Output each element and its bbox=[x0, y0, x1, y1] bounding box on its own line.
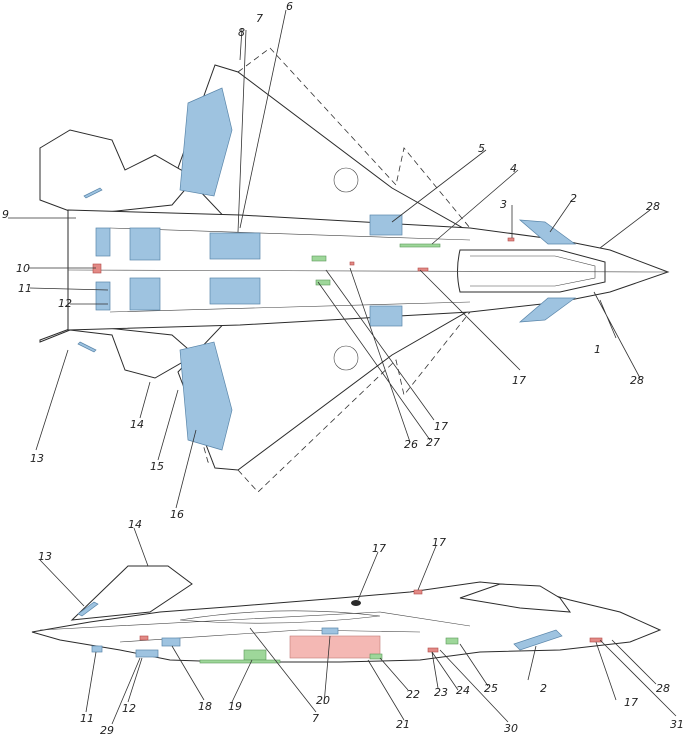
label-side-13: 13 bbox=[38, 550, 52, 563]
plan-red-mark-17 bbox=[417, 267, 429, 272]
side-blue-20 bbox=[321, 627, 339, 635]
lower-wing-flap-panel bbox=[179, 341, 233, 451]
label-plan-1: 1 bbox=[594, 343, 601, 356]
label-plan-10: 10 bbox=[16, 262, 30, 275]
side-blue-11 bbox=[91, 645, 103, 653]
upper-stabilizer-strip bbox=[83, 187, 103, 199]
label-plan-14: 14 bbox=[130, 418, 144, 431]
label-side-20: 20 bbox=[316, 694, 330, 707]
upper-wing-circle bbox=[333, 167, 359, 193]
label-plan-4: 4 bbox=[510, 162, 517, 175]
label-plan-7: 7 bbox=[256, 12, 263, 25]
label-plan-12: 12 bbox=[58, 297, 72, 310]
plan-red-mark-3 bbox=[507, 237, 515, 242]
plan-red-mark-26 bbox=[349, 261, 355, 266]
label-side-28: 28 bbox=[656, 682, 670, 695]
upper-intake-panel bbox=[209, 232, 261, 260]
label-side-17b: 17 bbox=[432, 536, 446, 549]
lower-louver-block bbox=[369, 305, 403, 327]
side-pink-bay bbox=[289, 635, 381, 659]
plan-canard-lower bbox=[518, 297, 577, 323]
label-side-2: 2 bbox=[540, 682, 547, 695]
side-inner-line-1 bbox=[39, 611, 471, 631]
upper-wing-flap-panel bbox=[179, 87, 233, 197]
side-blue-12 bbox=[135, 649, 159, 658]
label-plan-15: 15 bbox=[150, 460, 164, 473]
side-canopy bbox=[459, 583, 572, 613]
lower-wing-circle bbox=[333, 345, 359, 371]
plan-dashed-outline-lower bbox=[237, 311, 471, 493]
plan-panel-line-1 bbox=[109, 227, 471, 241]
label-plan-2: 2 bbox=[570, 192, 577, 205]
side-green-22 bbox=[369, 653, 383, 660]
label-plan-11: 11 bbox=[18, 282, 32, 295]
leader-lines-side bbox=[39, 527, 677, 725]
side-green-19 bbox=[243, 649, 267, 661]
label-plan-28a: 28 bbox=[646, 200, 660, 213]
label-side-19: 19 bbox=[228, 700, 242, 713]
label-plan-13: 13 bbox=[30, 452, 44, 465]
side-dark-marker bbox=[351, 600, 361, 606]
nozzle-block-upper bbox=[129, 227, 161, 261]
lower-stabilizer-strip bbox=[77, 341, 97, 353]
side-red-17 bbox=[413, 589, 423, 595]
label-side-18: 18 bbox=[198, 700, 212, 713]
label-side-11: 11 bbox=[80, 712, 94, 725]
label-side-21: 21 bbox=[396, 718, 410, 731]
label-side-29: 29 bbox=[100, 724, 114, 737]
label-plan-6: 6 bbox=[286, 0, 293, 13]
side-wing-ellipse bbox=[179, 610, 381, 624]
label-plan-5: 5 bbox=[478, 142, 485, 155]
label-plan-28b: 28 bbox=[630, 374, 644, 387]
label-side-30: 30 bbox=[504, 722, 518, 735]
plan-green-strip-3 bbox=[315, 279, 331, 286]
side-tail-blue bbox=[77, 601, 99, 617]
plan-red-mark-10 bbox=[92, 263, 102, 274]
plan-centerline bbox=[67, 269, 669, 273]
label-side-22: 22 bbox=[406, 688, 420, 701]
side-red-29 bbox=[139, 635, 149, 641]
tail-block-upper bbox=[95, 227, 111, 257]
label-plan-17a: 17 bbox=[512, 374, 526, 387]
label-side-17c: 17 bbox=[624, 696, 638, 709]
side-view: 2 7 11 12 13 14 17 17 17 18 19 20 21 22 … bbox=[31, 518, 684, 737]
label-plan-27: 27 bbox=[426, 436, 440, 449]
label-side-25: 25 bbox=[484, 682, 498, 695]
plan-canard-upper bbox=[518, 219, 577, 245]
label-side-7: 7 bbox=[312, 712, 319, 725]
label-side-23: 23 bbox=[434, 686, 448, 699]
label-side-17a: 17 bbox=[372, 542, 386, 555]
label-plan-17b: 17 bbox=[434, 420, 448, 433]
label-side-14: 14 bbox=[128, 518, 142, 531]
nozzle-block-lower bbox=[129, 277, 161, 311]
plan-view: 1 2 3 4 5 6 7 8 9 10 11 12 13 14 15 16 1… bbox=[2, 0, 670, 521]
plan-panel-line-2 bbox=[109, 301, 471, 313]
side-green-25 bbox=[445, 637, 459, 645]
plan-green-strip-2 bbox=[311, 255, 327, 262]
label-side-31: 31 bbox=[670, 718, 684, 731]
side-blue-2 bbox=[513, 629, 563, 651]
label-side-24: 24 bbox=[456, 684, 470, 697]
lower-stabilizer bbox=[39, 324, 196, 379]
plan-green-strip-1 bbox=[399, 243, 441, 248]
lower-intake-panel bbox=[209, 277, 261, 305]
label-side-12: 12 bbox=[122, 702, 136, 715]
upper-stabilizer bbox=[39, 129, 196, 216]
label-plan-8: 8 bbox=[238, 26, 245, 39]
tail-block-lower bbox=[95, 281, 111, 311]
label-plan-16: 16 bbox=[170, 508, 184, 521]
leader-lines-plan bbox=[8, 9, 651, 509]
side-red-23 bbox=[427, 647, 439, 653]
label-plan-9: 9 bbox=[2, 208, 9, 221]
side-blue-18 bbox=[161, 637, 181, 647]
side-green-line bbox=[199, 659, 281, 664]
side-vertical-tail bbox=[70, 565, 193, 621]
label-plan-3: 3 bbox=[500, 198, 507, 211]
label-plan-26: 26 bbox=[404, 438, 418, 451]
